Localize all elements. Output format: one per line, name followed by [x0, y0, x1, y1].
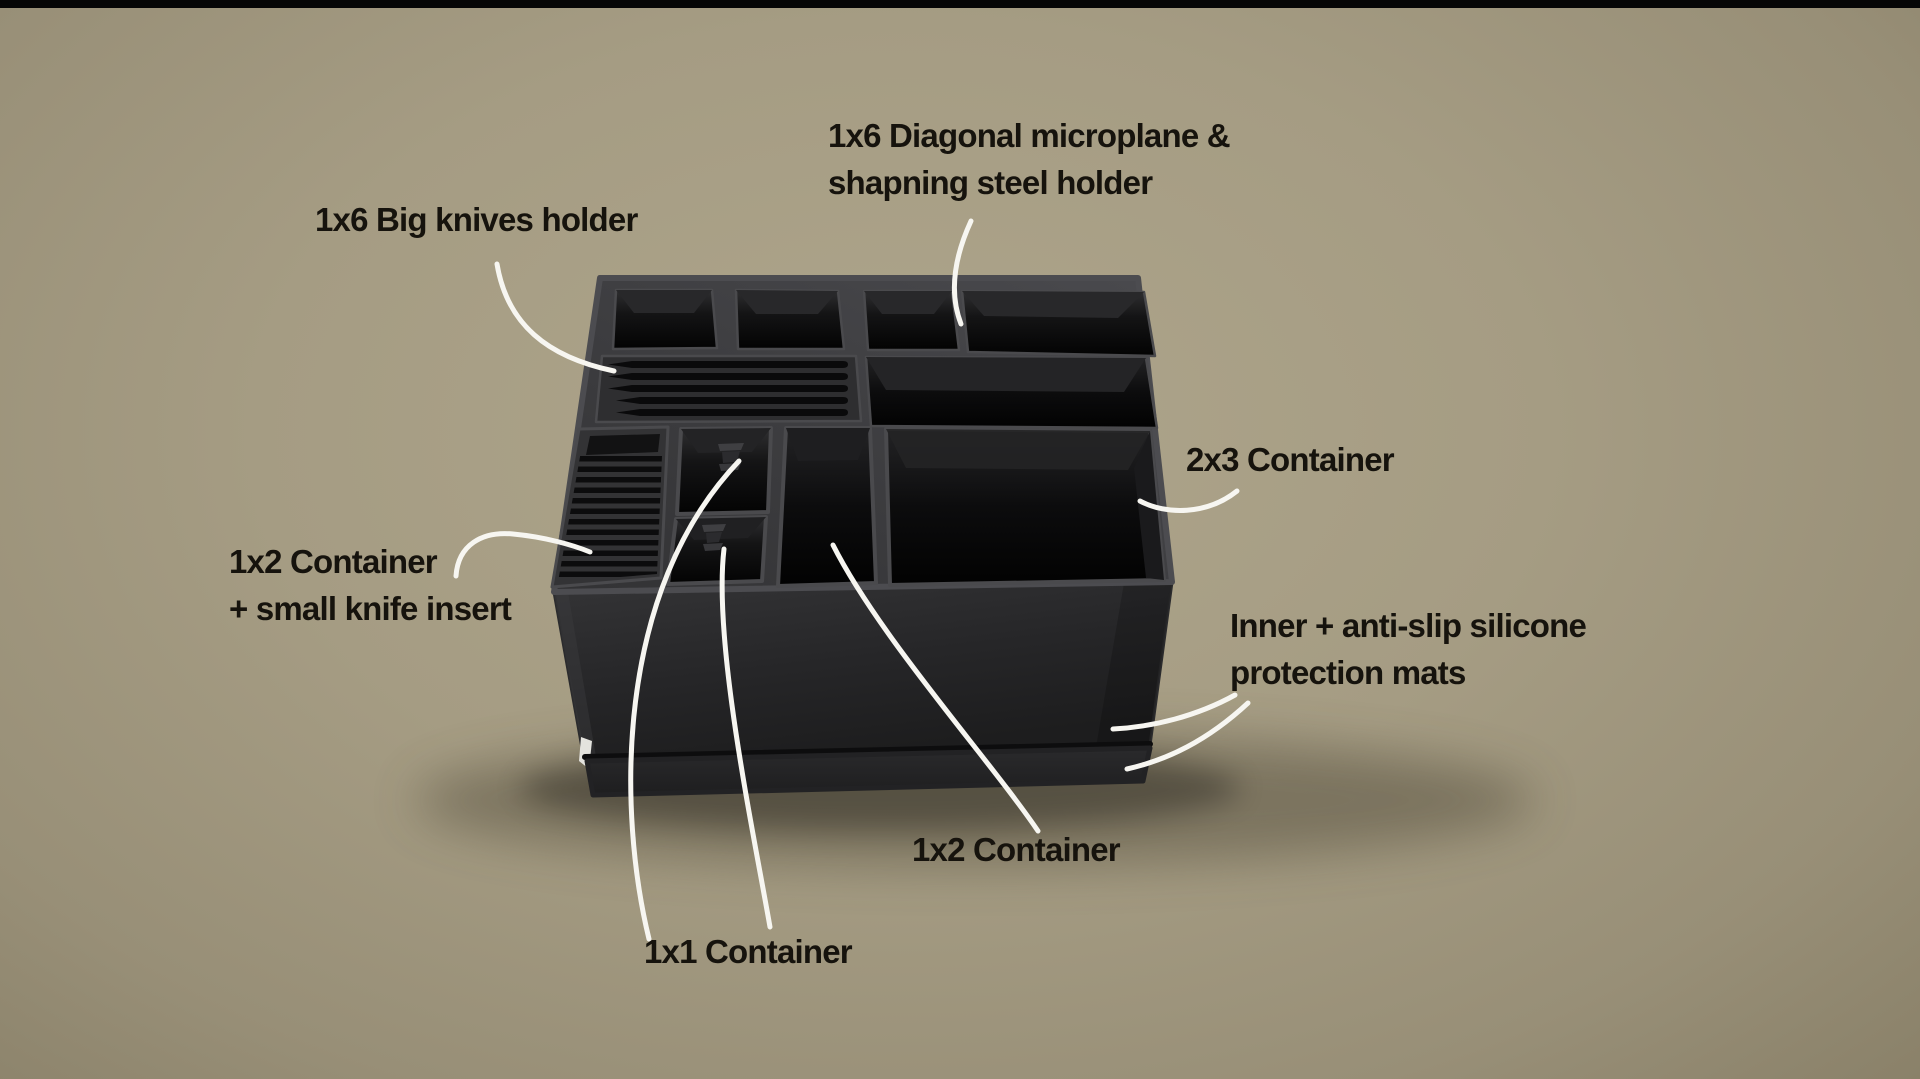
container-2x3	[884, 427, 1166, 587]
base-seam	[582, 741, 1153, 760]
middle-open-tray	[864, 355, 1159, 430]
clip-detail	[702, 524, 726, 551]
label-line: 1x6 Big knives holder	[315, 201, 638, 238]
label-line: shapning steel holder	[828, 164, 1153, 201]
label-line: 1x6 Diagonal microplane &	[828, 117, 1231, 154]
label-big-knives-holder: 1x6 Big knives holder	[315, 196, 638, 243]
label-line: 1x1 Container	[644, 933, 853, 970]
container-1x2	[776, 426, 878, 588]
label-microplane-steel-holder: 1x6 Diagonal microplane & shapning steel…	[828, 112, 1231, 206]
letterbox-top-bar	[0, 0, 1920, 8]
leader-2x3	[1137, 488, 1240, 513]
leader-mats-inner	[1110, 692, 1238, 732]
organizer-box	[550, 275, 1175, 798]
container-1x1-lower	[666, 515, 768, 586]
label-line: Inner + anti-slip silicone	[1230, 607, 1587, 644]
leader-microplane	[951, 218, 974, 327]
leader-small-knife-insert	[453, 531, 593, 579]
container-1x1-upper	[675, 426, 773, 516]
base-plinth	[584, 745, 1153, 798]
leader-1x1-upper	[628, 458, 742, 942]
small-knife-insert	[550, 425, 670, 589]
big-knives-holder-slots	[594, 354, 863, 424]
microplane-steel-holder-row	[611, 288, 1157, 358]
leader-1x2	[830, 542, 1041, 834]
label-1x2-container: 1x2 Container	[912, 826, 1121, 873]
label-line: 1x2 Container	[912, 831, 1121, 868]
label-1x2-container-small-knife-insert: 1x2 Container + small knife insert	[229, 538, 512, 632]
label-1x1-container: 1x1 Container	[644, 928, 853, 975]
leader-big-knives	[494, 261, 617, 374]
label-line: protection mats	[1230, 654, 1466, 691]
box-front-face	[552, 580, 1174, 761]
label-line: 1x2 Container	[229, 543, 438, 580]
label-line: + small knife insert	[229, 590, 512, 627]
label-line: 2x3 Container	[1186, 441, 1395, 478]
label-2x3-container: 2x3 Container	[1186, 436, 1395, 483]
leader-mats-base	[1124, 700, 1251, 772]
label-silicone-protection-mats: Inner + anti-slip silicone protection ma…	[1230, 602, 1587, 696]
leader-lines	[453, 218, 1251, 942]
leader-1x1-lower	[719, 546, 773, 930]
